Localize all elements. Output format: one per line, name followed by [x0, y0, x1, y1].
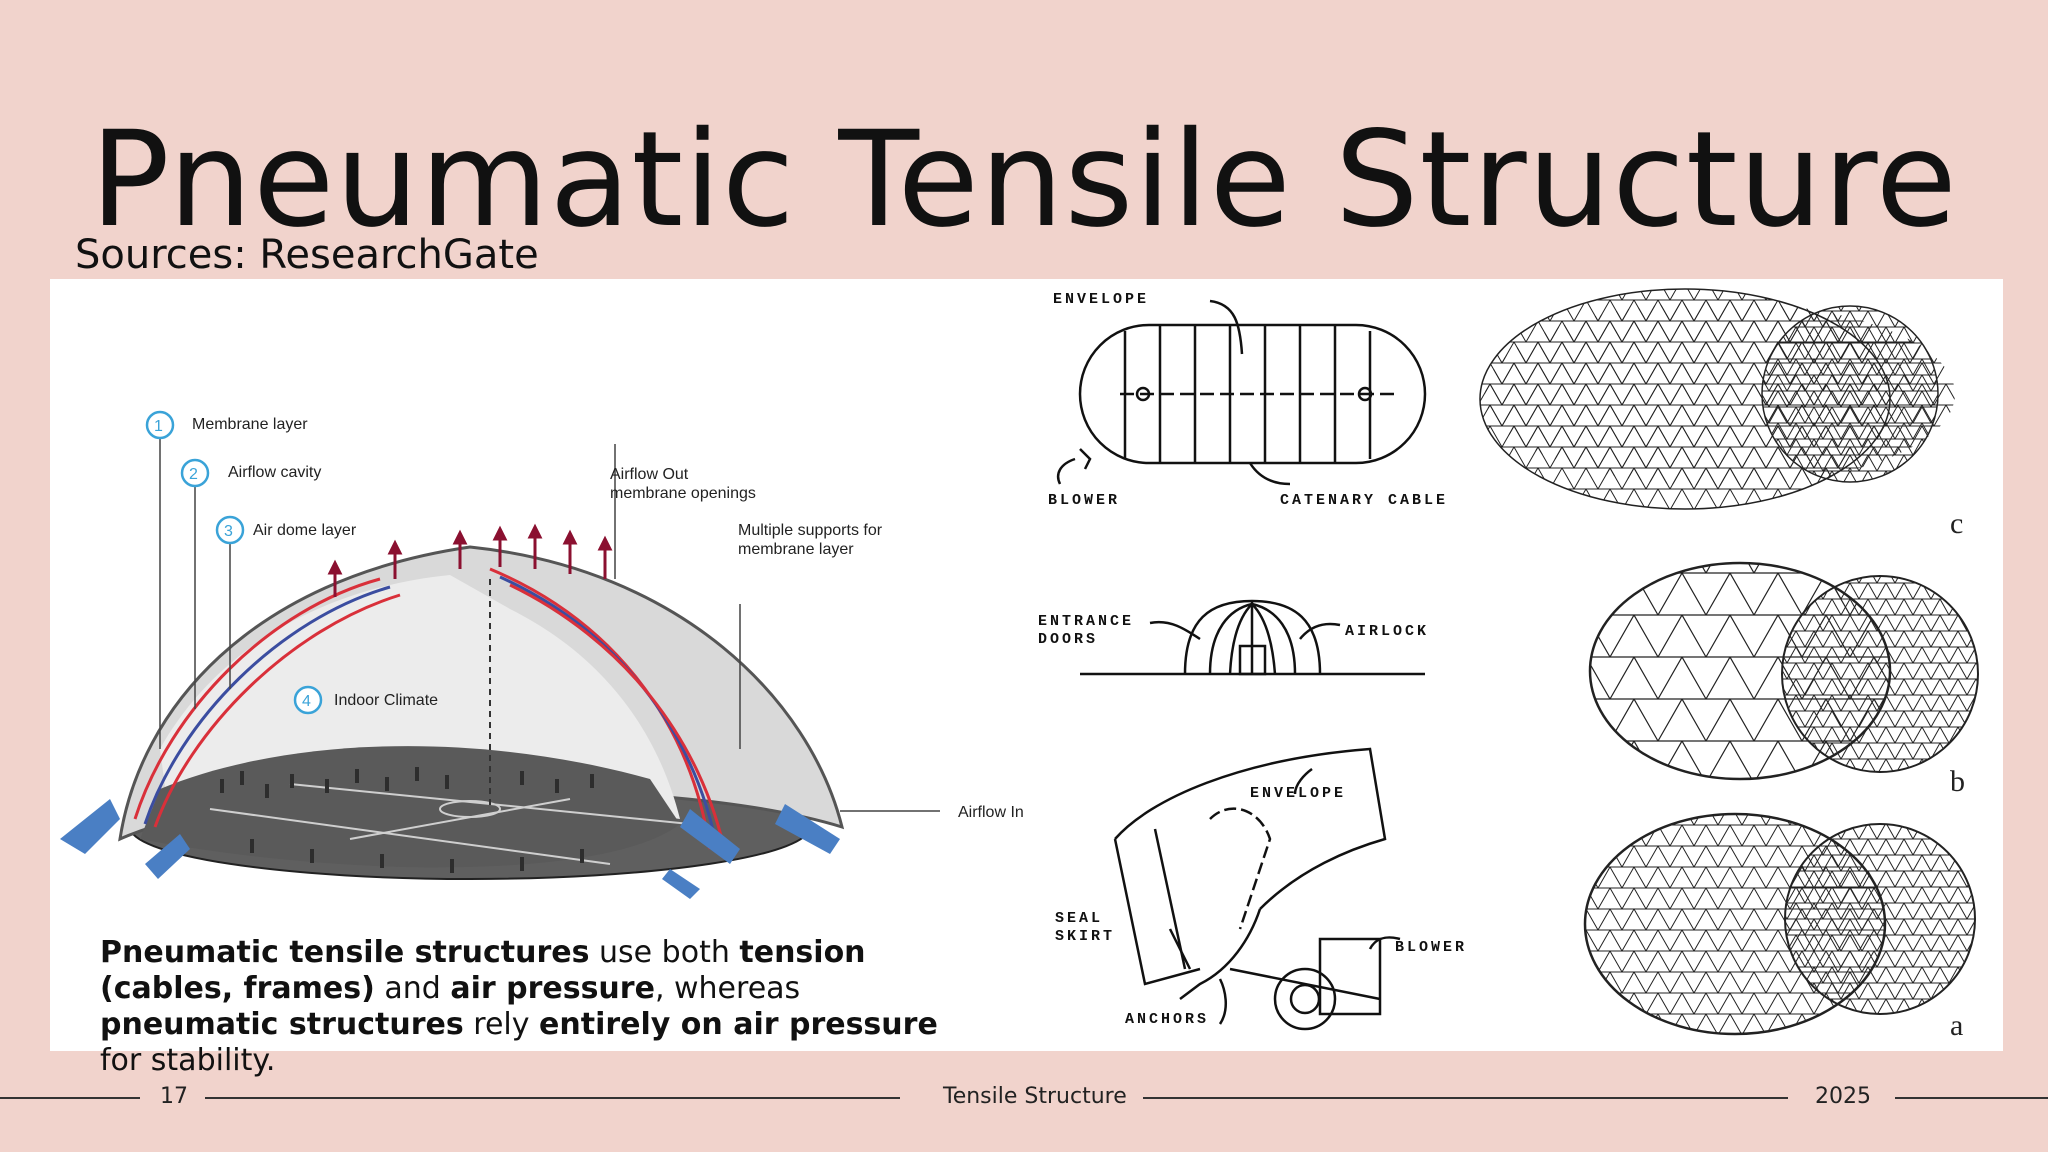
dome-illustration: 1 2 3 4 Membrane layer Airflow cavity Ai…: [60, 410, 1024, 899]
bot-anchors-label: ANCHORS: [1125, 1011, 1209, 1028]
page-number: 17: [160, 1084, 188, 1109]
line-drawing-middle: [1080, 599, 1425, 676]
label-supports-line2: membrane layer: [738, 541, 854, 558]
label-airflow-cavity: Airflow cavity: [228, 464, 321, 481]
source-note: Sources: ResearchGate: [75, 232, 539, 278]
mesh-label-a: a: [1950, 1009, 1963, 1042]
footer-rule-2: [205, 1097, 900, 1099]
label-supports: Multiple supports for: [738, 522, 883, 539]
mesh-figure-a: [1583, 812, 1976, 1036]
marker-1-num: 1: [154, 418, 163, 435]
label-air-dome-layer: Air dome layer: [253, 522, 357, 539]
label-indoor-climate: Indoor Climate: [334, 692, 438, 709]
footer-rule-1: [0, 1097, 140, 1099]
mid-doors-label: DOORS: [1038, 631, 1098, 648]
footer: 17 Tensile Structure 2025: [0, 1080, 2048, 1116]
line-drawing-bottom: [1113, 747, 1401, 1031]
marker-2-num: 2: [189, 466, 198, 483]
marker-3-num: 3: [224, 523, 233, 540]
bot-seal-label: SEAL: [1055, 910, 1103, 927]
mid-entrance-label: ENTRANCE: [1038, 613, 1134, 630]
label-airflow-in: Airflow In: [958, 804, 1024, 821]
top-catenary-label: CATENARY CABLE: [1280, 492, 1448, 509]
label-membrane-layer: Membrane layer: [192, 416, 308, 433]
bot-skirt-label: SKIRT: [1055, 928, 1115, 945]
mesh-figure-c: [1479, 288, 1955, 510]
bot-envelope-label: ENVELOPE: [1250, 785, 1346, 802]
footer-year: 2025: [1815, 1084, 1871, 1109]
footer-title: Tensile Structure: [943, 1084, 1127, 1109]
marker-4-num: 4: [302, 693, 311, 710]
caption-text: Pneumatic tensile structures use both te…: [100, 935, 938, 1078]
marker-2: [180, 458, 210, 488]
slide-title: Pneumatic Tensile Structure: [90, 103, 1958, 257]
marker-4: [293, 685, 323, 715]
mesh-figure-b: [1588, 561, 1979, 781]
bot-blower-label: BLOWER: [1395, 939, 1467, 956]
label-airflow-out: Airflow Out: [610, 466, 689, 483]
marker-1: [145, 410, 175, 440]
footer-rule-4: [1895, 1097, 2048, 1099]
mesh-label-b: b: [1950, 765, 1965, 798]
top-blower-label: BLOWER: [1048, 492, 1120, 509]
figure-collage: 1 2 3 4 Membrane layer Airflow cavity Ai…: [60, 288, 1979, 1042]
image-panel: 1 2 3 4 Membrane layer Airflow cavity Ai…: [50, 279, 2003, 1051]
line-drawing-top: [1056, 299, 1427, 486]
top-envelope-label: ENVELOPE: [1053, 291, 1149, 308]
mesh-label-c: c: [1950, 507, 1963, 540]
mid-airlock-label: AIRLOCK: [1345, 623, 1429, 640]
marker-3: [215, 515, 245, 545]
label-membrane-openings: membrane openings: [610, 485, 756, 502]
footer-rule-3: [1143, 1097, 1788, 1099]
